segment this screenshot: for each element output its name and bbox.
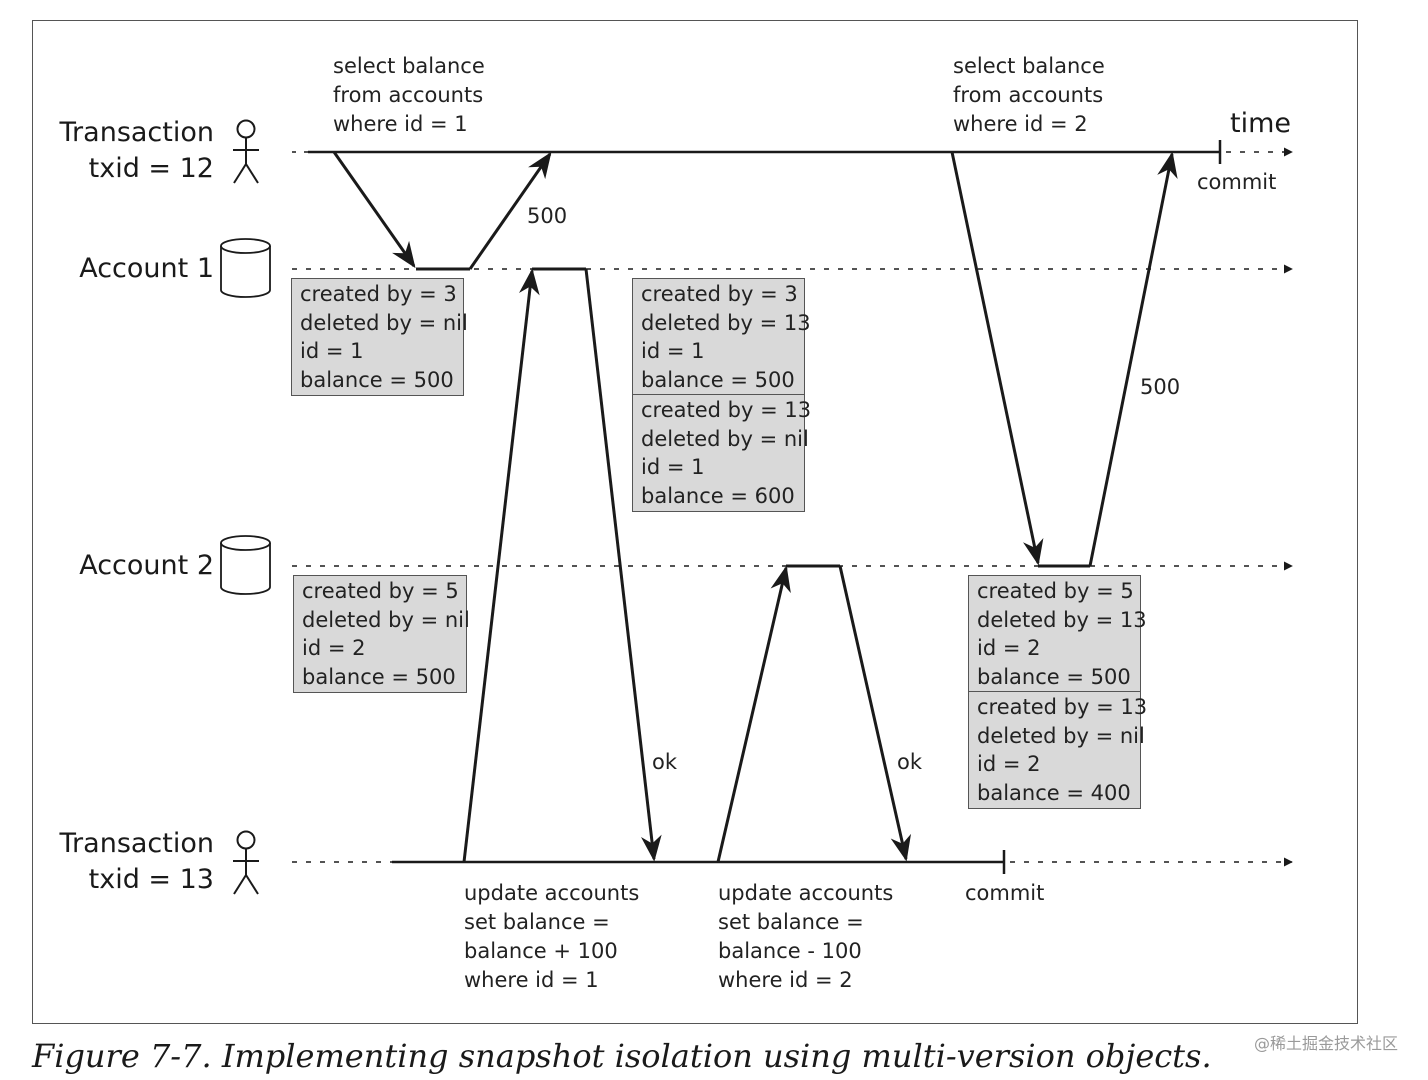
person-icon-tx13	[233, 830, 259, 895]
write-request-a1	[462, 268, 540, 863]
participant-label-account1: Account 1	[79, 253, 214, 284]
query-update-id1: update accounts set balance = balance + …	[464, 881, 640, 992]
write-response-a1	[584, 268, 662, 862]
response-label-read1: 500	[527, 204, 568, 228]
read-response-a2	[1088, 151, 1178, 567]
time-axis-label: time	[1230, 108, 1292, 139]
database-icon-account2	[220, 535, 271, 595]
query-select-id1: select balance from accounts where id = …	[333, 54, 485, 136]
commit-label-tx12: commit	[1197, 170, 1277, 194]
read-response-a1	[468, 151, 552, 270]
commit-label-tx13: commit	[965, 881, 1045, 905]
record-account2-initial: created by = 5 deleted by = nil id = 2 b…	[293, 575, 470, 693]
query-select-id2: select balance from accounts where id = …	[953, 54, 1105, 136]
figure-caption: Figure 7-7. Implementing snapshot isolat…	[32, 1037, 1212, 1075]
database-icon-account1	[220, 238, 271, 298]
read-request-a2	[950, 151, 1044, 566]
query-update-id2: update accounts set balance = balance - …	[718, 881, 894, 992]
record-account2-new-version: created by = 13 deleted by = nil id = 2 …	[968, 691, 1147, 809]
timeline-tx13	[292, 850, 1293, 874]
write-request-a2	[716, 565, 791, 863]
response-label-write1: ok	[652, 750, 678, 774]
participant-label-account2: Account 2	[79, 550, 214, 581]
write-response-a2	[838, 565, 912, 862]
participant-label-tx12: Transaction txid = 12	[59, 117, 214, 184]
figure-frame	[32, 20, 1358, 1024]
read-request-a1	[332, 151, 416, 269]
record-account2-old-version: created by = 5 deleted by = 13 id = 2 ba…	[968, 575, 1147, 692]
participant-label-tx13: Transaction txid = 13	[59, 828, 214, 895]
record-account1-new-version: created by = 13 deleted by = nil id = 1 …	[632, 394, 811, 512]
response-label-read2: 500	[1140, 375, 1181, 399]
timeline-tx12	[292, 140, 1293, 164]
record-account1-old-version: created by = 3 deleted by = 13 id = 1 ba…	[632, 278, 811, 395]
record-account1-initial: created by = 3 deleted by = nil id = 1 b…	[291, 278, 468, 396]
person-icon-tx12	[233, 119, 259, 184]
watermark: @稀土掘金技术社区	[1253, 1034, 1398, 1053]
response-label-write2: ok	[897, 750, 923, 774]
